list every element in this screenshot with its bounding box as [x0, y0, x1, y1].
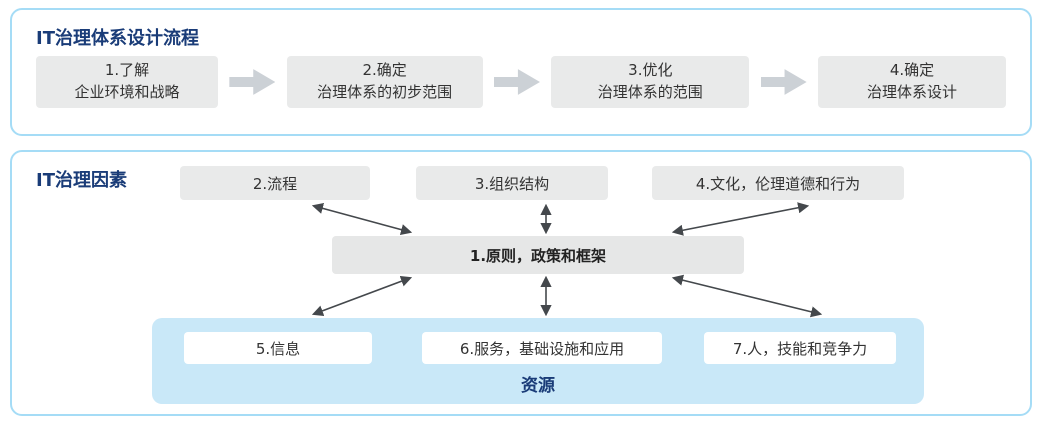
process-panel: IT治理体系设计流程 1.了解 企业环境和战略 2.确定 治理体系的初步范围 3…: [10, 8, 1032, 136]
arrow-center-to-people-icon: [671, 274, 823, 318]
flow-arrow-icon: [229, 69, 276, 95]
factor-box-process: 2.流程: [180, 166, 370, 200]
factor-box-principles: 1.原则，政策和框架: [332, 236, 744, 274]
process-step-3: 3.优化 治理体系的范围: [551, 56, 750, 108]
process-flow: 1.了解 企业环境和战略 2.确定 治理体系的初步范围 3.优化 治理体系的范围…: [36, 56, 1006, 108]
resources-label: 资源: [521, 376, 555, 396]
factor-box-culture: 4.文化，伦理道德和行为: [652, 166, 904, 200]
process-step-1-line1: 1.了解: [104, 61, 150, 80]
process-step-3-line2: 治理体系的范围: [597, 83, 703, 101]
flow-arrow-icon: [493, 69, 540, 95]
process-step-4-line2: 治理体系设计: [866, 83, 957, 101]
arrow-center-to-information-icon: [311, 275, 413, 317]
resource-box-people: 7.人，技能和竞争力: [704, 332, 896, 364]
arrow-center-to-culture-icon: [671, 202, 810, 236]
process-step-2: 2.确定 治理体系的初步范围: [286, 56, 483, 108]
process-step-2-line1: 2.确定: [362, 61, 407, 80]
process-step-2-line2: 治理体系的初步范围: [317, 83, 453, 101]
resource-box-information: 5.信息: [184, 332, 372, 364]
factor-box-org-structure: 3.组织结构: [416, 166, 608, 200]
process-step-1: 1.了解 企业环境和战略: [36, 56, 218, 108]
process-step-3-line1: 3.优化: [628, 61, 673, 80]
factors-panel-title: IT治理因素: [36, 170, 127, 191]
arrow-center-to-process-icon: [311, 202, 413, 236]
factors-panel: IT治理因素 2.流程 3.组织结构 4.文化，伦理道德和行为 1.原则，政策和…: [10, 150, 1032, 416]
resources-container: 5.信息 6.服务，基础设施和应用 7.人，技能和竞争力 资源: [152, 318, 924, 404]
resource-box-services: 6.服务，基础设施和应用: [422, 332, 662, 364]
process-step-4-line1: 4.确定: [889, 61, 935, 80]
flow-arrow-icon: [760, 69, 807, 95]
process-step-1-line2: 企业环境和战略: [74, 83, 180, 101]
process-step-4: 4.确定 治理体系设计: [817, 56, 1006, 108]
process-panel-title: IT治理体系设计流程: [36, 28, 199, 49]
